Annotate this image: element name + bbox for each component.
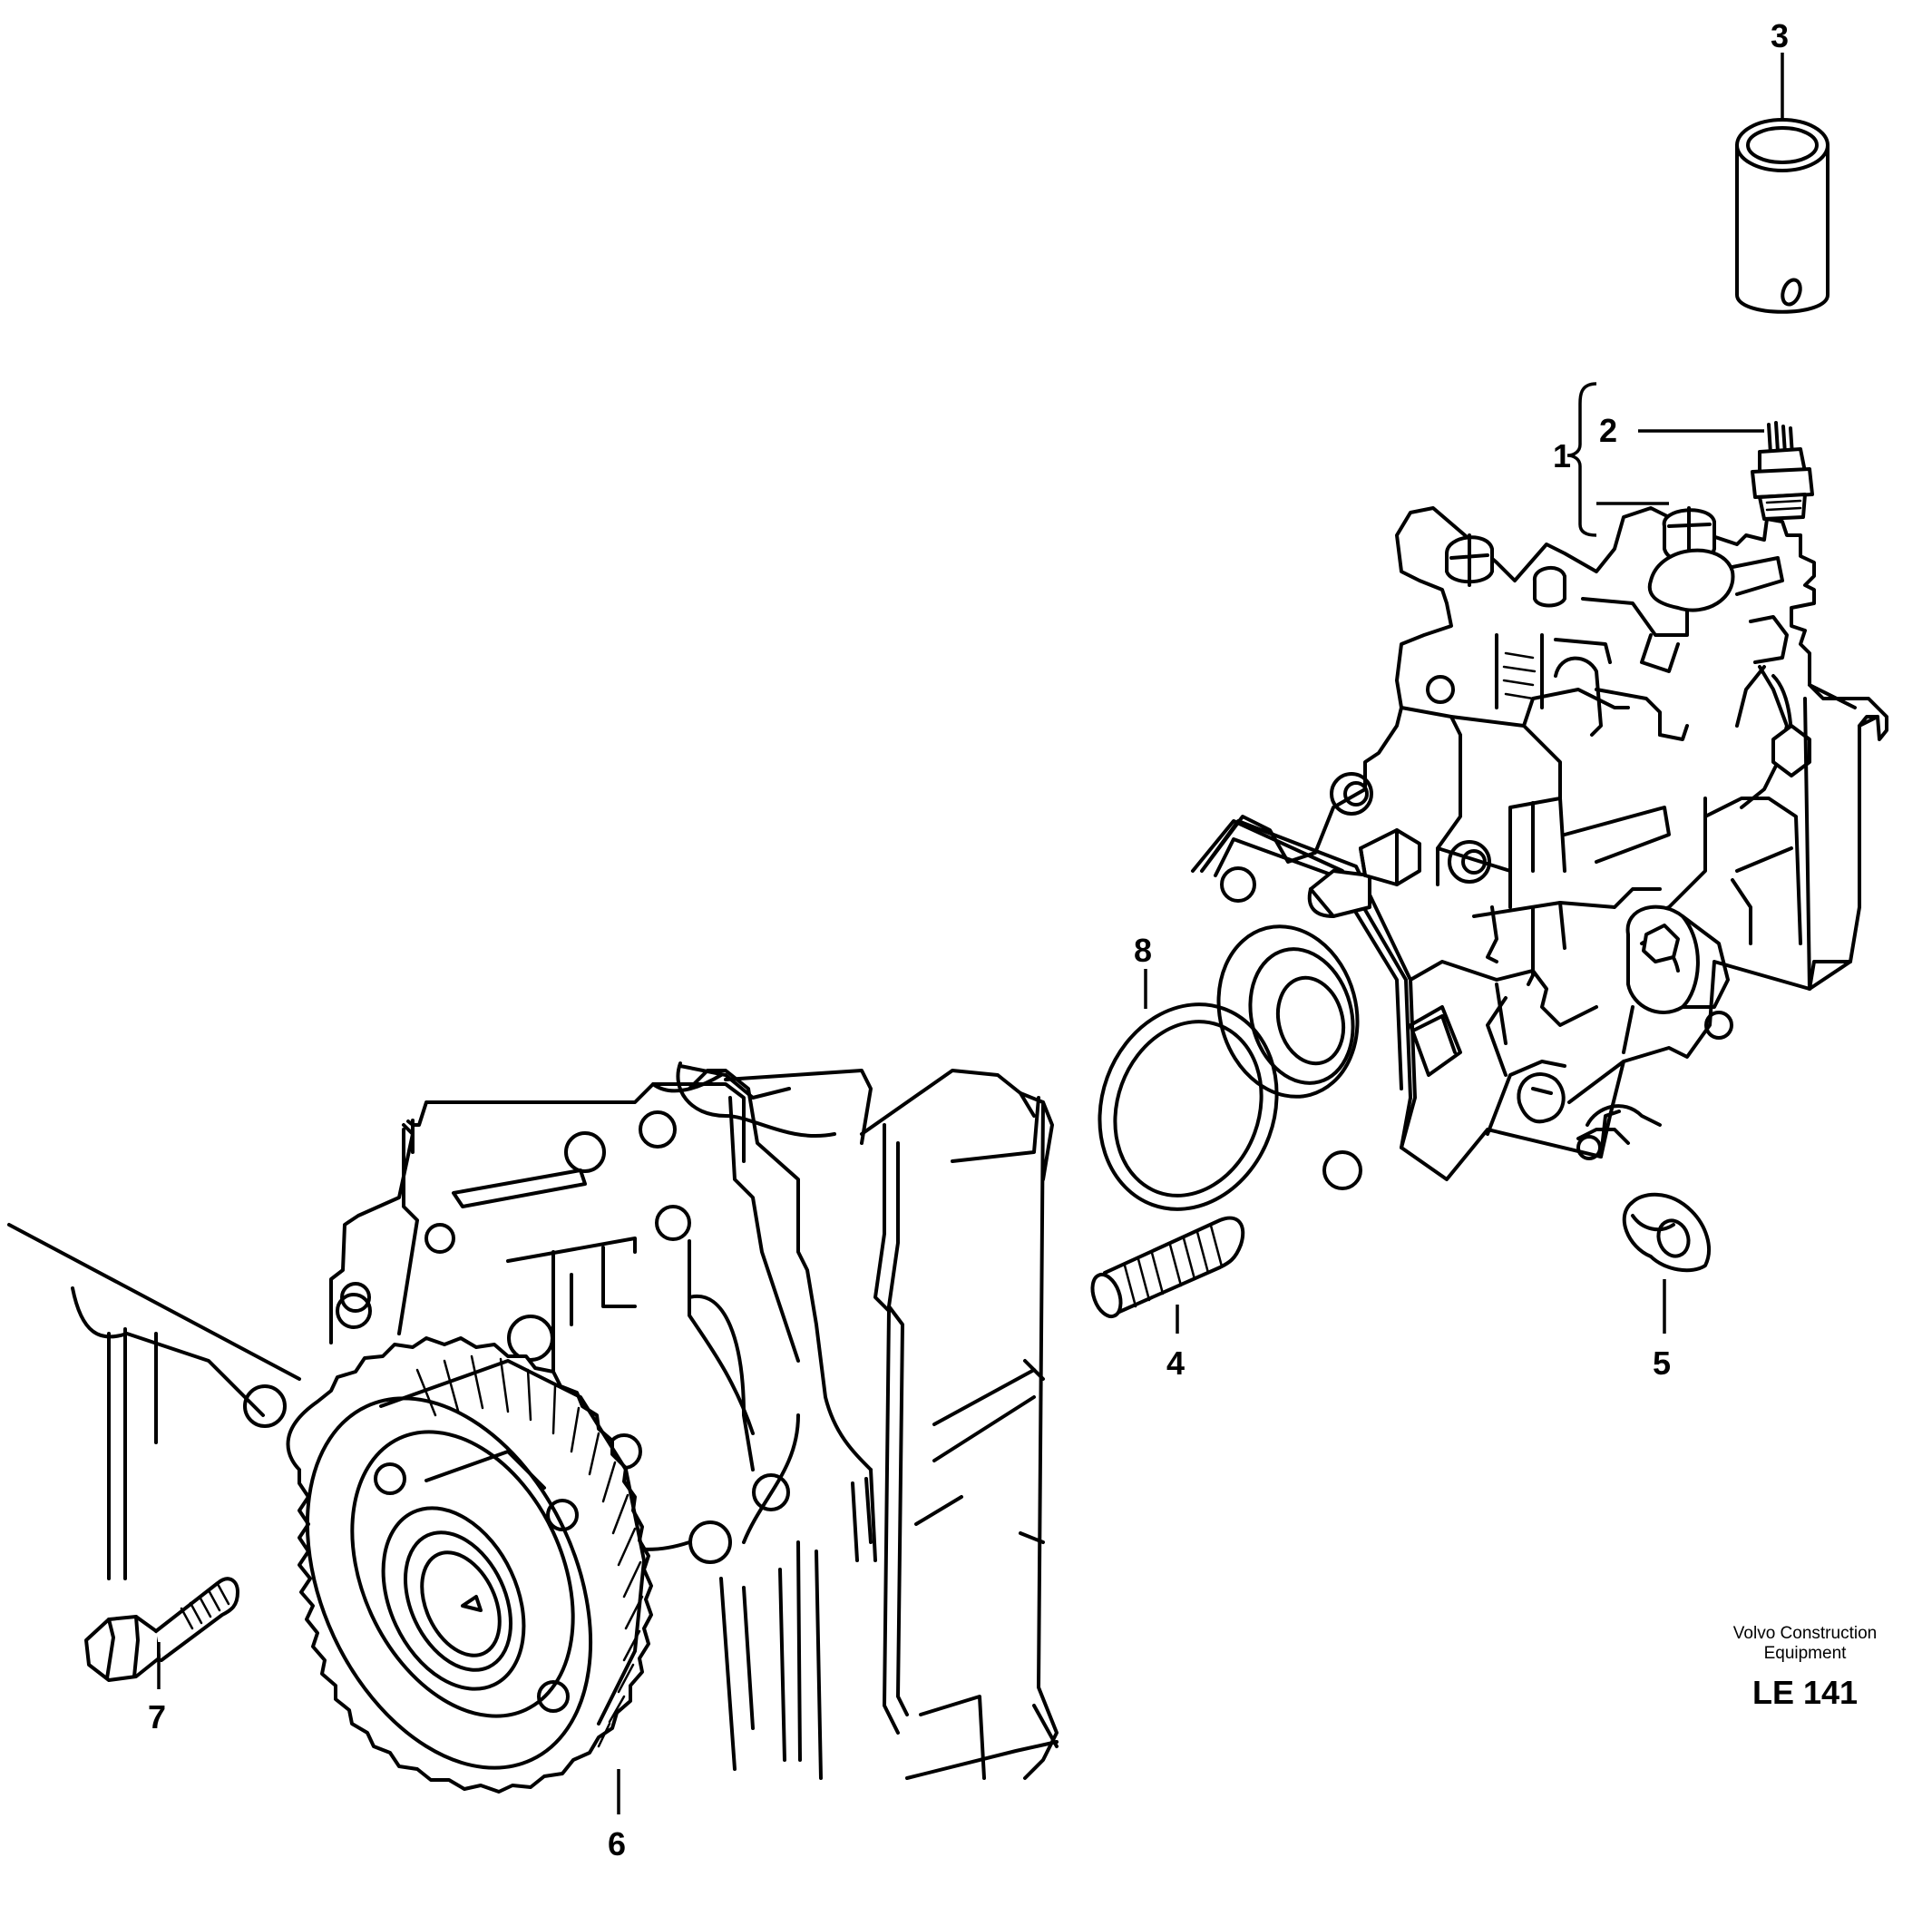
flange-nut xyxy=(1622,1192,1711,1273)
sleeve xyxy=(1735,118,1830,314)
callout-8: 8 xyxy=(1134,932,1152,969)
callout-1: 1 xyxy=(1553,437,1571,474)
callout-5: 5 xyxy=(1653,1344,1671,1382)
leader-lines xyxy=(157,53,1784,1814)
callout-6: 6 xyxy=(608,1825,626,1862)
brand-name-line1: Volvo Construction xyxy=(1733,1624,1877,1643)
diagram-footer: Volvo Construction Equipment LE 141 xyxy=(1733,1624,1877,1711)
callout-3: 3 xyxy=(1771,17,1789,54)
brand-name-line2: Equipment xyxy=(1764,1644,1848,1663)
sensor-fitting xyxy=(1751,421,1814,521)
bolt xyxy=(84,1577,239,1682)
callout-4: 4 xyxy=(1166,1344,1185,1382)
illustration-code: LE 141 xyxy=(1752,1674,1858,1711)
drive-gear xyxy=(286,1336,653,1794)
callout-7: 7 xyxy=(148,1698,166,1735)
sealing-ring xyxy=(1098,1002,1279,1211)
callout-labels: 1 2 3 4 5 6 7 8 xyxy=(148,17,1789,1862)
injection-pump xyxy=(1191,506,1888,1190)
stud-bolt xyxy=(1090,1216,1245,1319)
callout-2: 2 xyxy=(1599,412,1617,449)
